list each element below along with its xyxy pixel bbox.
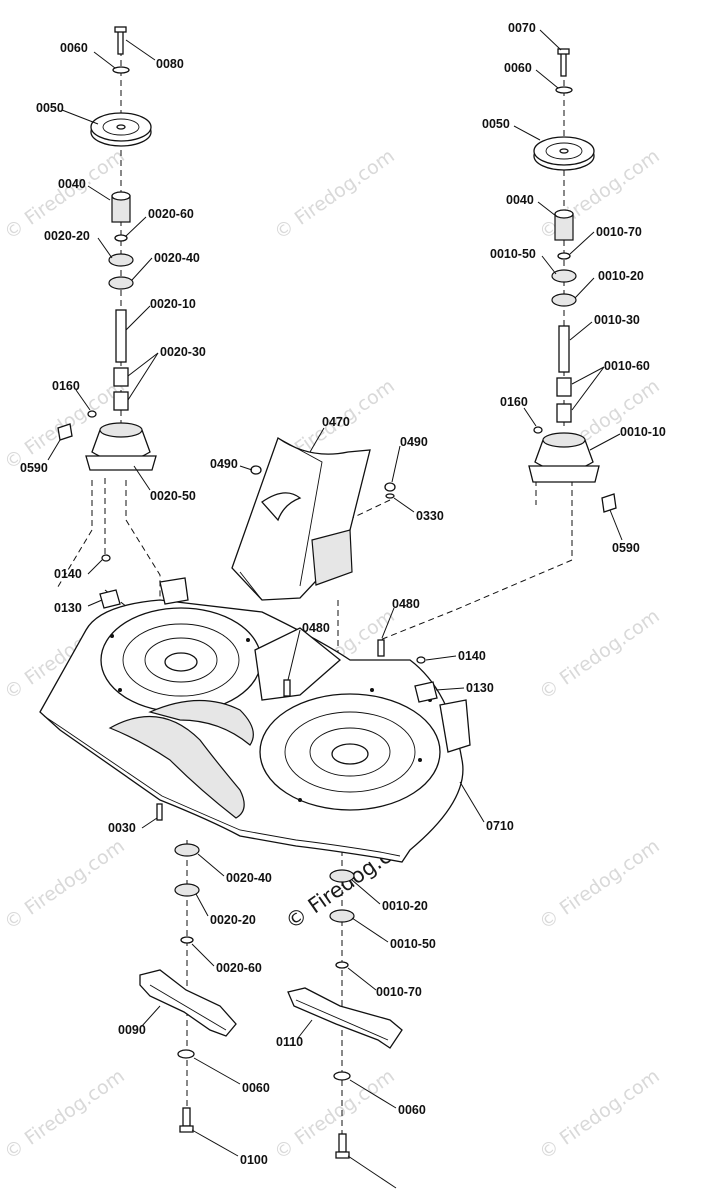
left-spindle-assembly	[57, 26, 157, 471]
part-label-0160: 0160	[500, 395, 528, 409]
part-label-0010-50: 0010-50	[490, 247, 536, 261]
part-label-0140: 0140	[458, 649, 486, 663]
part-label-0060: 0060	[242, 1081, 270, 1095]
part-label-0100: 0100	[240, 1153, 268, 1167]
watermark: © Firedog.com	[0, 835, 128, 934]
part-label-0090: 0090	[118, 1023, 146, 1037]
part-label-0080: 0080	[156, 57, 184, 71]
part-label-0010-20: 0010-20	[598, 269, 644, 283]
part-label-0010-30: 0010-30	[594, 313, 640, 327]
part-label-0020-40: 0020-40	[226, 871, 272, 885]
part-labels: 0060 0080 0050 0040 0020-60 0020-20 0020…	[20, 21, 666, 1167]
part-label-0060: 0060	[398, 1103, 426, 1117]
right-spindle-assembly	[528, 48, 617, 513]
part-label-0590: 0590	[20, 461, 48, 475]
part-label-0020-10: 0020-10	[150, 297, 196, 311]
mower-deck	[39, 577, 471, 863]
discharge-chute	[231, 436, 371, 601]
part-label-0020-50: 0020-50	[150, 489, 196, 503]
part-label-0130: 0130	[54, 601, 82, 615]
part-label-0480: 0480	[392, 597, 420, 611]
part-label-0010-20: 0010-20	[382, 899, 428, 913]
part-label-0010-70: 0010-70	[596, 225, 642, 239]
watermark: © Firedog.com	[535, 605, 663, 704]
part-label-0110: 0110	[276, 1035, 303, 1049]
part-label-0010-10: 0010-10	[620, 425, 666, 439]
part-label-0040: 0040	[506, 193, 534, 207]
part-label-0490: 0490	[400, 435, 428, 449]
part-label-0130: 0130	[466, 681, 494, 695]
hardware	[99, 465, 438, 969]
watermark: © Firedog.com	[535, 835, 663, 934]
part-label-0160: 0160	[52, 379, 80, 393]
watermark: © Firedog.com	[535, 1065, 663, 1164]
part-label-0060: 0060	[504, 61, 532, 75]
watermark: © Firedog.com	[270, 1065, 398, 1164]
part-label-0010-50: 0010-50	[390, 937, 436, 951]
part-label-0040: 0040	[58, 177, 86, 191]
part-label-0020-60: 0020-60	[148, 207, 194, 221]
part-label-0050: 0050	[482, 117, 510, 131]
part-label-0020-20: 0020-20	[210, 913, 256, 927]
part-label-0010-60: 0010-60	[604, 359, 650, 373]
part-label-0020-40: 0020-40	[154, 251, 200, 265]
part-label-0020-20: 0020-20	[44, 229, 90, 243]
part-label-0480: 0480	[302, 621, 330, 635]
part-label-0060: 0060	[60, 41, 88, 55]
watermark: © Firedog.com	[0, 1065, 128, 1164]
part-label-0020-30: 0020-30	[160, 345, 206, 359]
part-label-0330: 0330	[416, 509, 444, 523]
part-label-0590: 0590	[612, 541, 640, 555]
part-label-0010-70: 0010-70	[376, 985, 422, 999]
part-label-0140: 0140	[54, 567, 82, 581]
part-label-0710: 0710	[486, 819, 514, 833]
leader-lines	[47, 29, 623, 1189]
part-label-0070: 0070	[508, 21, 536, 35]
part-label-0020-60: 0020-60	[216, 961, 262, 975]
blades	[139, 969, 403, 1159]
part-label-0030: 0030	[108, 821, 136, 835]
part-label-0470: 0470	[322, 415, 350, 429]
watermark: © Firedog.com	[270, 145, 398, 244]
part-label-0490: 0490	[210, 457, 238, 471]
part-label-0050: 0050	[36, 101, 64, 115]
